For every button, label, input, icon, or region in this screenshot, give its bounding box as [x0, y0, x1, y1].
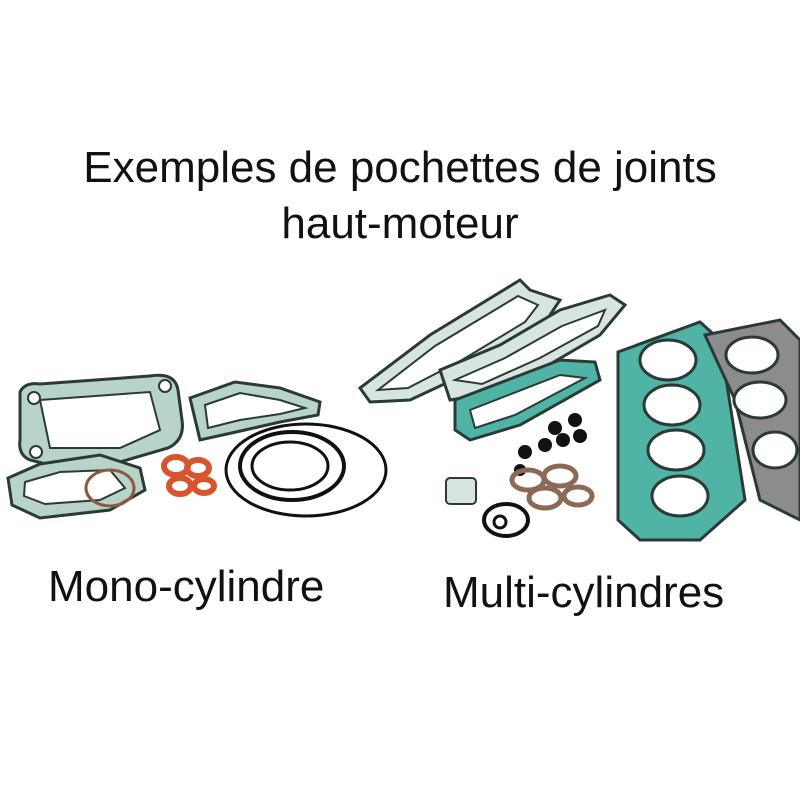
multi-cylinder-kit: [357, 278, 800, 542]
metal-rings: [509, 463, 595, 511]
label-mono-cylindre: Mono-cylindre: [48, 562, 325, 611]
mono-cylinder-kit: [6, 373, 388, 520]
title-line-2: haut-moteur: [281, 199, 519, 248]
small-gasket: [445, 477, 477, 505]
o-ring-inner: [250, 440, 330, 492]
small-o-ring: [482, 502, 530, 538]
label-multi-cylindres: Multi-cylindres: [443, 568, 725, 617]
o-ring-mid: [238, 430, 346, 502]
orange-seals: [161, 454, 217, 497]
title-line-1: Exemples de pochettes de joints: [83, 143, 717, 192]
o-ring-outer: [224, 422, 388, 518]
page-title: Exemples de pochettes de joints haut-mot…: [0, 140, 800, 252]
thin-ring: [84, 468, 136, 508]
